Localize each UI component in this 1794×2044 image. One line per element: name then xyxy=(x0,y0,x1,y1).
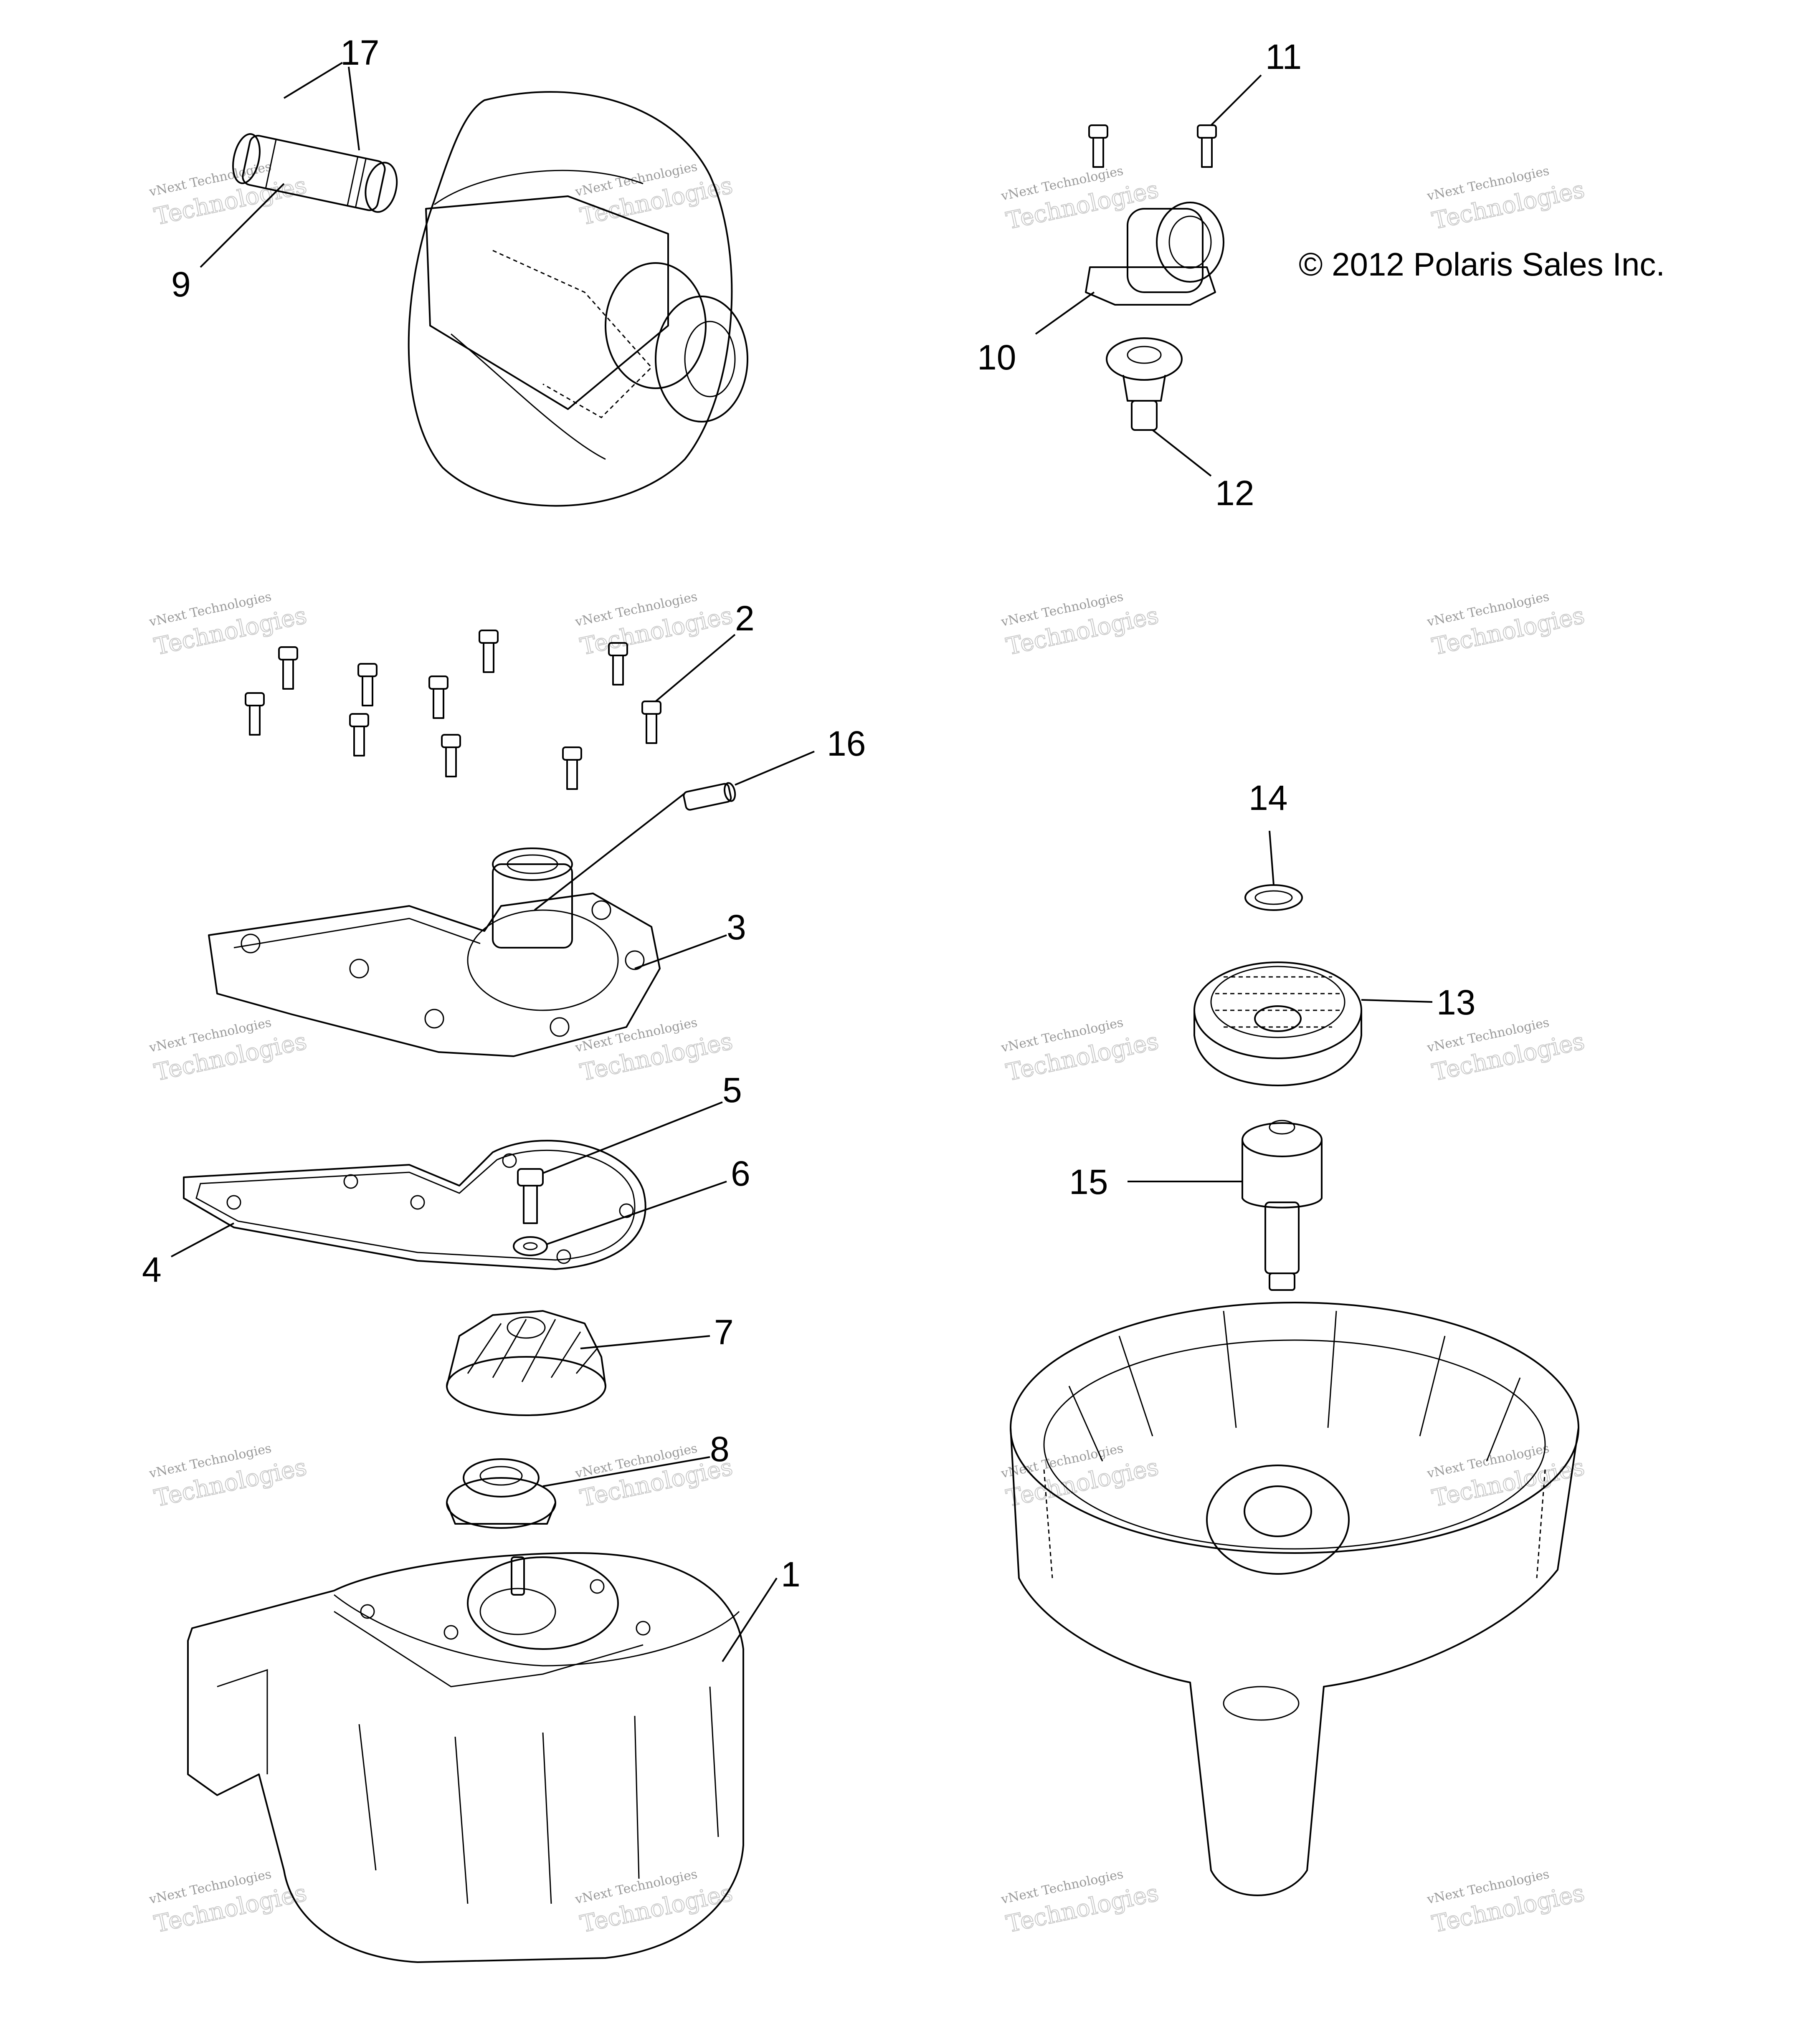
callout-17: 17 xyxy=(340,33,379,72)
part-11-bolt xyxy=(1088,124,1108,168)
watermark: vNext Technologies Technologies xyxy=(999,1441,1161,1513)
watermark: vNext Technologies Technologies xyxy=(573,1015,735,1087)
part-9-tube xyxy=(232,133,398,213)
watermark: vNext Technologies Technologies xyxy=(147,1441,309,1513)
callout-3: 3 xyxy=(727,908,746,947)
part-13-bearing xyxy=(1193,961,1362,1086)
watermark: vNext Technologies Technologies xyxy=(999,164,1161,235)
part-7-impeller xyxy=(446,1310,606,1416)
part-10-thermostat-housing xyxy=(1085,202,1224,306)
watermark: vNext Technologies Technologies xyxy=(147,589,309,661)
part-14-o-ring xyxy=(1244,884,1303,911)
callout-16: 16 xyxy=(827,724,866,763)
callout-numbers: 17 9 11 10 12 2 16 3 5 6 4 7 8 1 14 13 1… xyxy=(142,33,1475,1594)
callout-13: 13 xyxy=(1437,983,1475,1022)
part-6-washer xyxy=(513,1236,548,1256)
part-8-seal xyxy=(446,1458,556,1529)
part-15-shaft xyxy=(1242,1120,1323,1291)
watermark: vNext Technologies Technologies xyxy=(573,159,735,231)
callout-5: 5 xyxy=(722,1070,742,1110)
part-3-pump-cover xyxy=(208,847,661,1057)
watermark: vNext Technologies Technologies xyxy=(573,1867,735,1939)
copyright-notice: © 2012 Polaris Sales Inc. xyxy=(1299,246,1665,283)
callout-11: 11 xyxy=(1265,37,1302,76)
watermark: vNext Technologies Technologies xyxy=(999,589,1161,661)
watermark: vNext Technologies Technologies xyxy=(147,1015,309,1087)
callout-14: 14 xyxy=(1249,778,1287,817)
watermark: vNext Technologies Technologies xyxy=(573,589,735,661)
part-16-dowel-pin xyxy=(683,782,736,811)
part-2-bolt-cluster xyxy=(245,630,661,790)
callout-15: 15 xyxy=(1069,1162,1108,1202)
part-1-housing xyxy=(187,1552,744,1963)
callout-6: 6 xyxy=(731,1154,750,1193)
part-11-bolt xyxy=(1197,124,1217,168)
upper-housing xyxy=(408,91,748,507)
leader-lines xyxy=(171,62,1433,1662)
watermark: vNext Technologies Technologies xyxy=(1425,164,1587,235)
callout-2: 2 xyxy=(735,599,755,638)
watermark: vNext Technologies Technologies xyxy=(999,1867,1161,1939)
part-5-bolt xyxy=(517,1168,544,1224)
part-12-thermostat xyxy=(1106,337,1183,431)
watermark-grid: vNext Technologies Technologies vNext Te… xyxy=(147,159,1587,1939)
watermark: vNext Technologies Technologies xyxy=(999,1015,1161,1087)
callout-1: 1 xyxy=(781,1555,801,1594)
callout-10: 10 xyxy=(977,338,1016,377)
callout-8: 8 xyxy=(710,1429,730,1469)
watermark: vNext Technologies Technologies xyxy=(1425,589,1587,661)
part-4-gasket xyxy=(183,1140,646,1270)
callout-9: 9 xyxy=(171,265,191,304)
watermark: vNext Technologies Technologies xyxy=(1425,1867,1587,1939)
callout-12: 12 xyxy=(1215,473,1254,513)
callout-4: 4 xyxy=(142,1250,162,1289)
lower-right-housing xyxy=(1010,1302,1579,1896)
callout-7: 7 xyxy=(714,1313,734,1352)
